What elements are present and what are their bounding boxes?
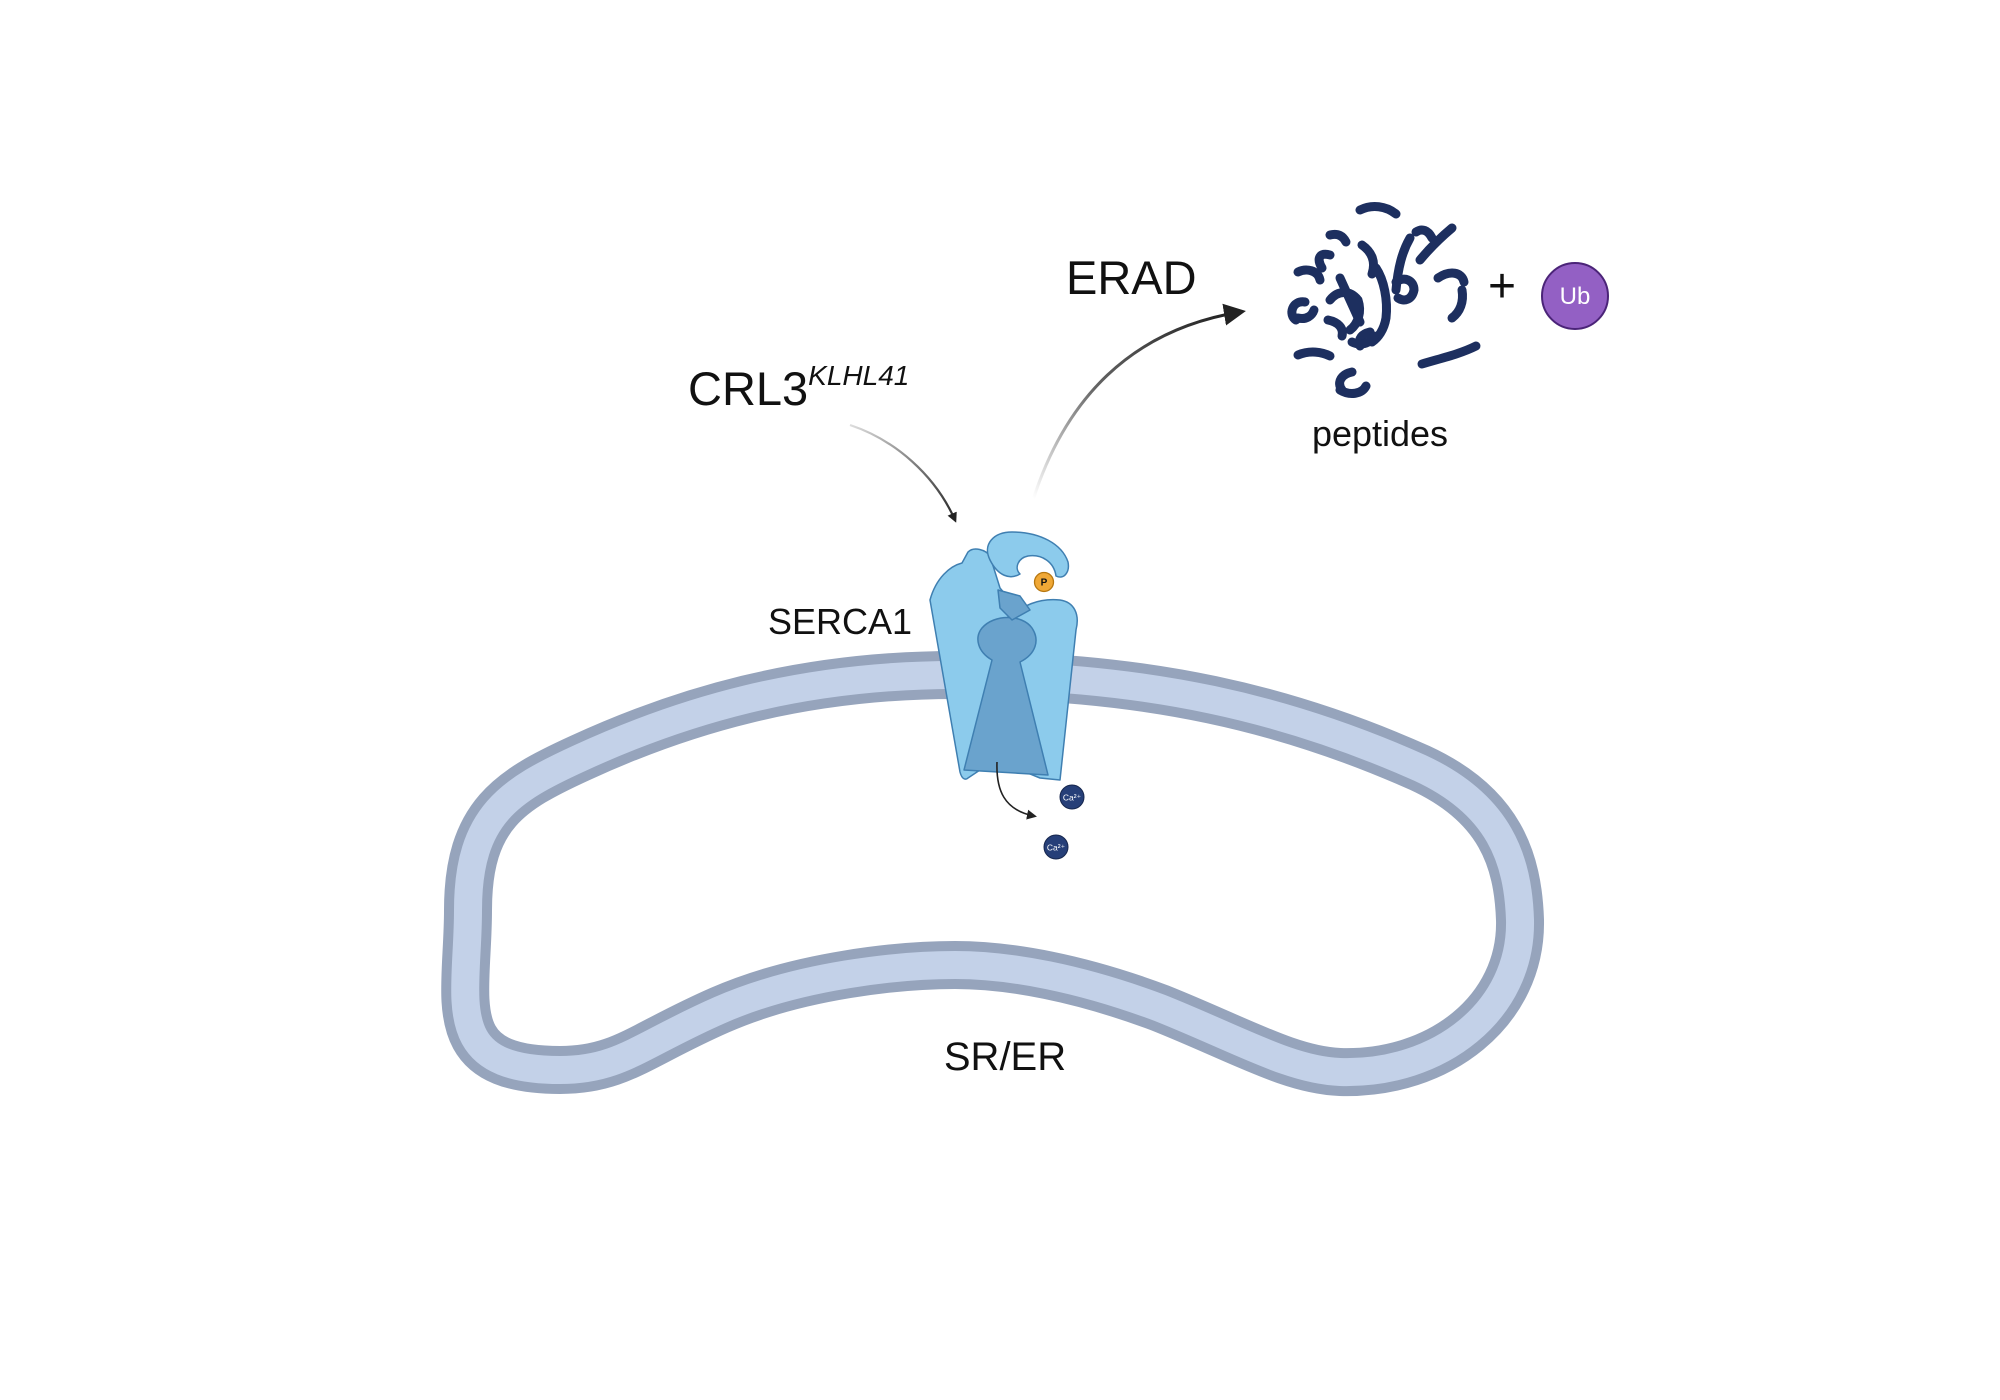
svg-text:Ca²⁺: Ca²⁺ xyxy=(1063,793,1082,803)
ubiquitin-label: Ub xyxy=(1560,283,1591,310)
crl3-arrow xyxy=(849,423,957,523)
sr-er-label: SR/ER xyxy=(944,1035,1066,1079)
phosphate-label: P xyxy=(1041,578,1048,589)
crl3-label: CRL3KLHL41 xyxy=(688,360,909,415)
sr-er-membrane xyxy=(441,651,1545,1097)
calcium-release-arrow xyxy=(996,761,1037,820)
svg-text:Ca²⁺: Ca²⁺ xyxy=(1047,843,1066,853)
peptide-fragments xyxy=(1287,202,1481,398)
calcium-ion-2: Ca²⁺ xyxy=(1043,834,1069,860)
serca1-label: SERCA1 xyxy=(768,601,912,642)
serca1-channel xyxy=(963,616,1049,776)
serca1-hook-domain xyxy=(986,531,1070,578)
serca1-protein xyxy=(929,531,1078,781)
erad-arrow xyxy=(1031,303,1246,501)
plus-sign: + xyxy=(1488,260,1516,313)
erad-label: ERAD xyxy=(1066,251,1197,304)
calcium-ion-1: Ca²⁺ xyxy=(1059,784,1085,810)
peptides-label: peptides xyxy=(1312,413,1448,454)
phosphate-group: P xyxy=(1033,571,1055,593)
ubiquitin: Ub xyxy=(1541,262,1609,330)
